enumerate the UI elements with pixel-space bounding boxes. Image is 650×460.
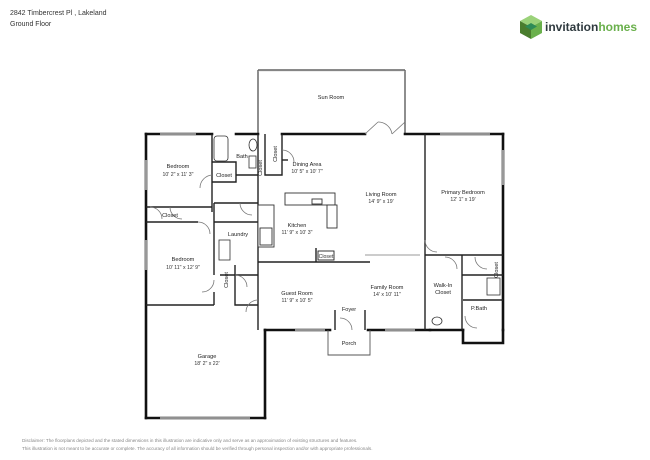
property-address: 2842 Timbercrest Pl , Lakeland [10,10,107,17]
door-swings [149,121,488,331]
garage-label: Garage [198,354,217,360]
closet-pbath-label: Closet [494,262,500,278]
windows [145,133,504,419]
closet-kitchen-box [317,250,335,261]
bedroom2-dims: 10' 11" x 12' 9" [166,265,200,271]
kitchen-label: Kitchen [288,223,307,229]
dining-dims: 10' 5" x 10' 7" [291,169,322,175]
living-room-dims: 14' 9" x 19' [368,199,393,205]
closet-hall-label: Closet [258,160,264,176]
kitchen-counters [257,192,338,248]
garage-dims: 18' 2" x 22' [194,361,219,367]
foyer-label: Foyer [342,307,356,313]
interior-walls [146,134,503,330]
bedroom2-label: Bedroom [172,257,195,263]
exterior-walls [144,132,505,420]
family-room-dims: 14' x 10' 11" [373,292,401,298]
kitchen-dims: 11' 9" x 10' 3" [282,230,313,236]
logo-word-invitation: invitation [545,20,599,34]
floor-label: Ground Floor [10,21,52,28]
family-room-label: Family Room [371,285,404,291]
disclaimer-line-2: This illustration is not meant to be acc… [22,446,373,451]
porch-outline [327,330,371,356]
pbath-label: P.Bath [471,306,487,312]
closet-bath-label: Closet [216,173,232,179]
dining-label: Dining Area [293,162,323,168]
walkin-closet-label-line1: Walk-In [434,283,453,289]
bath-label: Bath [236,154,248,160]
logo-mark-icon [520,15,542,39]
primary-bedroom-dims: 12' 1" x 19' [450,197,475,203]
logo-wordmark: invitationhomes [545,20,637,34]
disclaimer-line-1: Disclaimer: The floorplans depicted and … [22,438,358,443]
living-room-label: Living Room [365,192,396,198]
bedroom1-label: Bedroom [167,164,190,170]
sun-room-walls [257,69,406,133]
closet-kitchen-label: Closet [319,254,334,260]
logo-word-homes: homes [598,20,638,34]
primary-bedroom-label: Primary Bedroom [441,190,485,196]
closet-dining-label: Closet [273,146,279,162]
guest-room-label: Guest Room [281,291,313,297]
closet-bed1-label: Closet [162,213,178,219]
guest-room-dims: 11' 9" x 10' 5" [282,298,313,304]
bedroom1-dims: 10' 2" x 11' 3" [163,172,194,178]
sun-room-label: Sun Room [318,95,345,101]
bath-fixtures [213,135,501,326]
invitation-homes-logo: invitationhomes [518,14,638,40]
porch-label: Porch [342,341,357,347]
walkin-closet-label-line2: Closet [435,290,451,296]
closet-bed2-label: Closet [224,272,230,288]
laundry-label: Laundry [228,232,248,238]
